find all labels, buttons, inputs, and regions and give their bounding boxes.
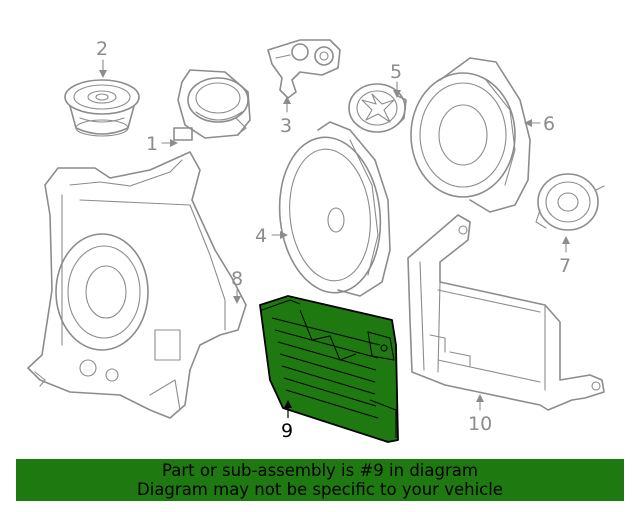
callout-7: 7 (559, 255, 571, 277)
banner-line-1: Part or sub-assembly is #9 in diagram (162, 461, 478, 480)
part-4-oval-speaker[interactable] (272, 121, 391, 298)
callout-6: 6 (543, 113, 555, 135)
info-banner: Part or sub-assembly is #9 in diagram Di… (16, 459, 624, 501)
part-6-round-speaker[interactable] (410, 57, 531, 213)
part-2-speaker[interactable] (64, 79, 140, 137)
part-7-small-speaker[interactable] (535, 173, 605, 231)
callout-3: 3 (280, 115, 292, 137)
part-3-bracket[interactable] (267, 39, 341, 99)
part-10-bracket[interactable] (407, 214, 605, 411)
callout-5: 5 (390, 61, 402, 83)
banner-line-2: Diagram may not be specific to your vehi… (137, 480, 503, 499)
parts-diagram: 2 1 3 5 6 7 4 8 9 10 (27, 38, 605, 443)
part-5-tweeter[interactable] (348, 83, 407, 133)
part-9-amplifier[interactable] (259, 295, 399, 443)
callout-9: 9 (281, 420, 293, 442)
callout-4: 4 (255, 225, 267, 247)
part-1-tweeter[interactable] (173, 69, 251, 141)
callout-1: 1 (146, 133, 158, 155)
callout-leaders (99, 59, 570, 418)
callout-8: 8 (231, 268, 243, 290)
callout-10: 10 (468, 413, 492, 435)
part-8-enclosure[interactable] (27, 151, 247, 419)
callout-2: 2 (96, 38, 108, 60)
